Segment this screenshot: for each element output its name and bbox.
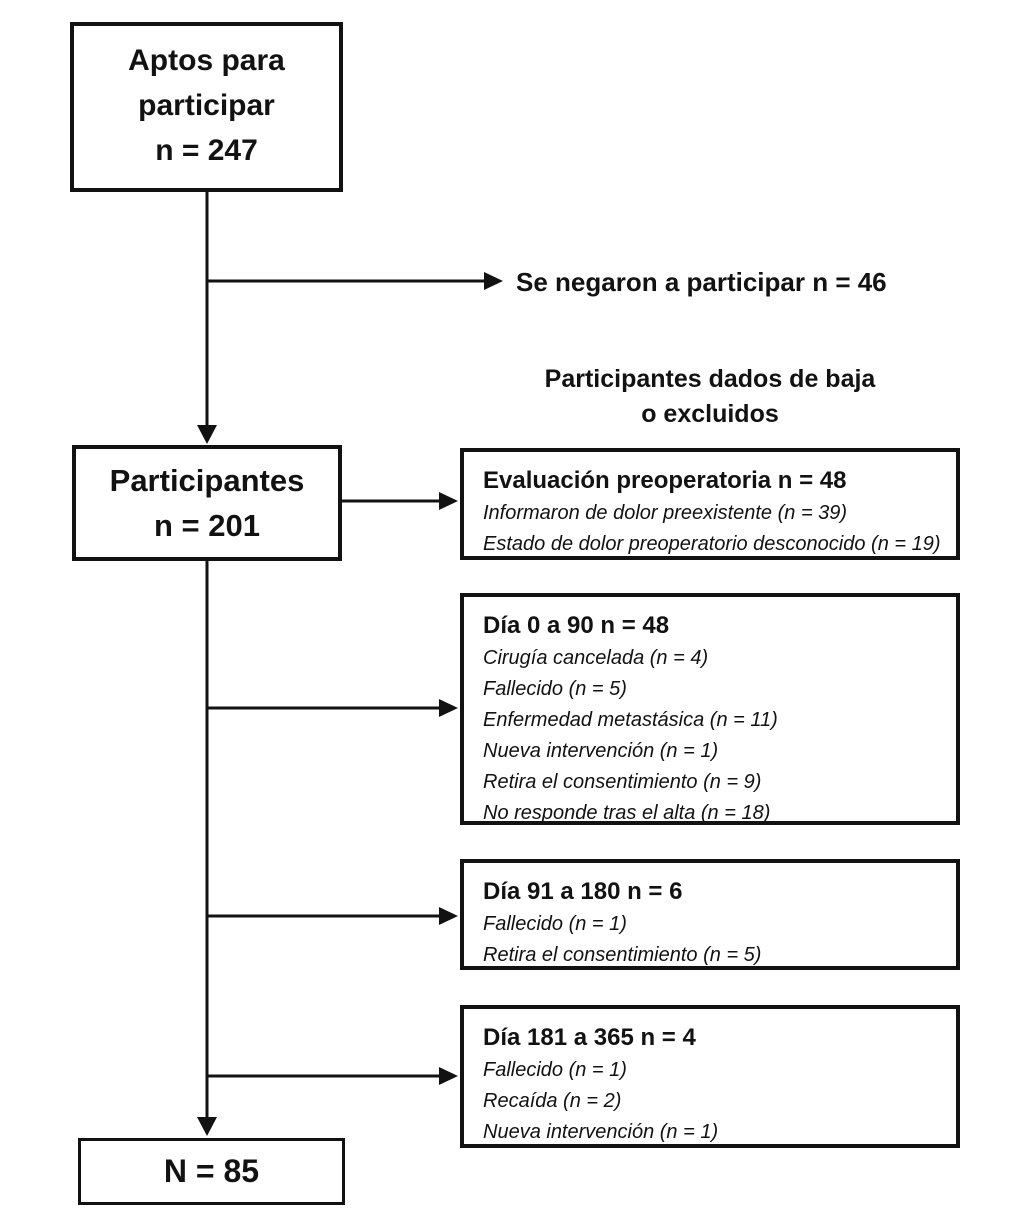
arrow-main-vertical <box>197 561 217 1136</box>
refused-label: Se negaron a participar n = 46 <box>516 267 887 297</box>
exclusion-item: No responde tras el alta (n = 18) <box>483 802 771 824</box>
exclusion-box-preop: Evaluación preoperatoria n = 48 Informar… <box>460 448 960 560</box>
exclusion-item: Fallecido (n = 1) <box>483 913 627 935</box>
arrow-eligible-to-participants <box>197 192 217 444</box>
arrow-branch-day91-180 <box>207 907 458 925</box>
exclusion-box-day91-180: Día 91 a 180 n = 6 Fallecido (n = 1) Ret… <box>460 859 960 970</box>
exclusion-item: Retira el consentimiento (n = 5) <box>483 944 762 966</box>
arrow-participants-to-preop-box <box>342 492 458 510</box>
exclusion-title: Día 0 a 90 n = 48 <box>483 612 670 639</box>
eligible-box: Aptos para participar n = 247 <box>70 22 343 192</box>
exclusion-item: Cirugía cancelada (n = 4) <box>483 647 709 669</box>
exclusion-item: Nueva intervención (n = 1) <box>483 740 719 762</box>
participants-count: n = 201 <box>154 508 260 543</box>
exclusion-title: Día 91 a 180 n = 6 <box>483 878 683 905</box>
final-count-box: N = 85 <box>78 1138 345 1205</box>
eligible-count: n = 247 <box>155 134 258 167</box>
excluded-header-line-1: Participantes dados de baja <box>544 365 876 393</box>
eligible-line-2: participar <box>138 89 275 122</box>
excluded-header-line-2: o excluidos <box>641 400 779 428</box>
exclusion-item: Retira el consentimiento (n = 9) <box>483 771 762 793</box>
exclusion-item: Nueva intervención (n = 1) <box>483 1121 719 1143</box>
exclusion-box-day181-365: Día 181 a 365 n = 4 Fallecido (n = 1) Re… <box>460 1005 960 1148</box>
excluded-header: Participantes dados de baja o excluidos <box>460 362 960 432</box>
exclusion-item: Fallecido (n = 5) <box>483 678 627 700</box>
exclusion-item: Informaron de dolor preexistente (n = 39… <box>483 502 848 524</box>
exclusion-item: Recaída (n = 2) <box>483 1090 622 1112</box>
exclusion-title: Día 181 a 365 n = 4 <box>483 1024 696 1051</box>
arrow-branch-day0-90 <box>207 699 458 717</box>
exclusion-item: Fallecido (n = 1) <box>483 1059 627 1081</box>
exclusion-item: Estado de dolor preoperatorio desconocid… <box>483 533 941 555</box>
arrow-branch-day181-365 <box>207 1067 458 1085</box>
eligible-line-1: Aptos para <box>128 44 285 77</box>
final-count: N = 85 <box>163 1153 260 1189</box>
exclusion-title: Evaluación preoperatoria n = 48 <box>483 467 847 494</box>
participants-line-1: Participantes <box>109 463 305 498</box>
exclusion-box-day0-90: Día 0 a 90 n = 48 Cirugía cancelada (n =… <box>460 593 960 825</box>
arrow-refused-branch <box>207 272 503 290</box>
participants-box: Participantes n = 201 <box>72 445 342 561</box>
exclusion-item: Enfermedad metastásica (n = 11) <box>483 709 778 731</box>
